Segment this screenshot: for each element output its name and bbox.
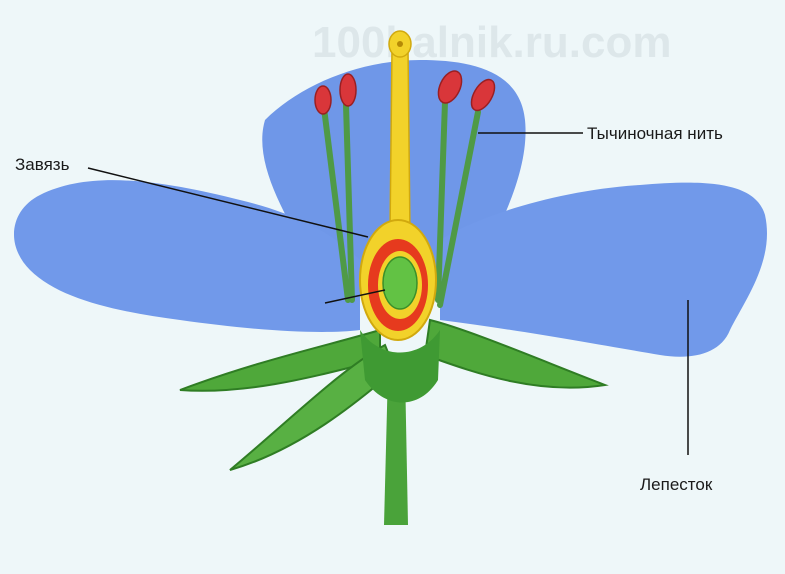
label-petal: Лепесток (640, 475, 712, 495)
label-ovary: Завязь (15, 155, 69, 175)
style (390, 48, 410, 235)
label-stamen-filament: Тычиночная нить (587, 124, 723, 144)
anther-1 (315, 86, 331, 114)
anther-2 (340, 74, 356, 106)
ovule (383, 257, 417, 309)
